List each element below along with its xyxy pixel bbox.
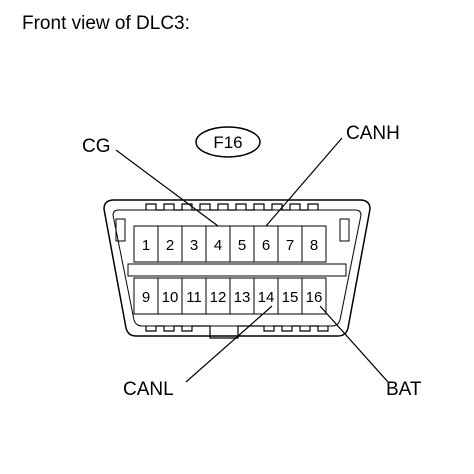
pin-label: 8 — [310, 237, 318, 254]
connector-id-badge: F16 — [195, 126, 261, 158]
cg-leader-line — [115, 149, 219, 227]
page-title: Front view of DLC3: — [22, 13, 190, 34]
cg-callout-label: CG — [82, 136, 111, 157]
bottom-pin-row: 9 10 11 12 13 14 15 16 — [133, 277, 327, 315]
canl-callout-label: CANL — [123, 379, 174, 400]
canh-leader-line — [265, 137, 343, 227]
pin-cell — [301, 225, 327, 263]
right-side-slot — [339, 218, 350, 242]
pin-label: 16 — [306, 289, 323, 306]
connector-id-oval — [195, 126, 261, 158]
canh-callout-label: CANH — [346, 123, 400, 144]
connector-bottom-key-edge — [145, 325, 329, 339]
pin-label: 7 — [286, 237, 294, 254]
bat-callout-label: BAT — [386, 379, 422, 400]
connector-inner-shell — [112, 209, 362, 327]
pin-label: 6 — [262, 237, 270, 254]
connector-outer-shell — [103, 199, 371, 337]
pin-label: 9 — [142, 289, 150, 306]
pin-label: 10 — [162, 289, 179, 306]
top-pin-row: 1 2 3 4 5 6 7 8 — [133, 225, 327, 263]
pin-label: 3 — [190, 237, 198, 254]
pin-label: 1 — [142, 237, 150, 254]
connector-top-key-edge — [145, 203, 319, 211]
pin-label: 4 — [214, 237, 222, 254]
bat-leader-line — [319, 305, 389, 383]
canl-leader-line — [185, 305, 273, 383]
pin-cell — [301, 277, 327, 315]
pin-label: 2 — [166, 237, 174, 254]
left-side-slot — [115, 218, 126, 242]
pin-label: 5 — [238, 237, 246, 254]
center-divider-bar — [127, 263, 347, 277]
connector-id-label: F16 — [213, 133, 242, 152]
pin-label: 11 — [186, 289, 202, 306]
pin-label: 15 — [282, 289, 299, 306]
pin-label: 14 — [258, 289, 275, 306]
pin-label: 12 — [210, 289, 227, 306]
pin-label: 13 — [234, 289, 251, 306]
